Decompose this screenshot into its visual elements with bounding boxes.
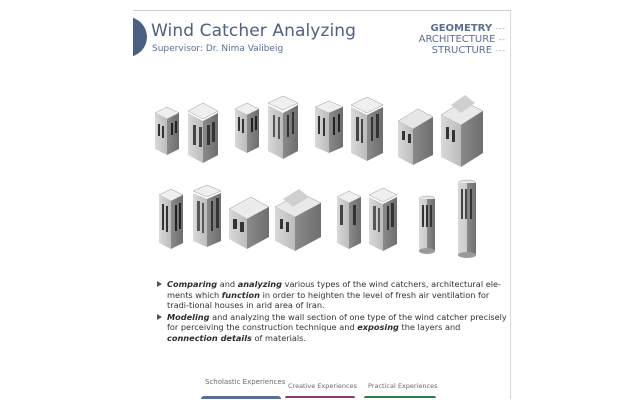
model-tower-10 (368, 187, 398, 251)
page-title: Wind Catcher Analyzing (151, 21, 357, 41)
header-accent-shape (133, 17, 147, 57)
model-round-tower-1 (418, 195, 436, 254)
model-tower-6 (350, 96, 384, 161)
model-house-3 (228, 196, 270, 249)
description-item-1: Comparing and analyzing various types of… (157, 279, 507, 311)
tab-creative[interactable]: Creative Experiences (288, 382, 357, 390)
bullet-arrow-icon (157, 313, 162, 320)
model-tower-8 (192, 184, 222, 247)
tab-creative-indicator (285, 396, 355, 398)
tag-structure: STRUCTURE - - - (431, 45, 505, 56)
model-tower-5 (314, 100, 344, 153)
model-house-1 (397, 108, 434, 165)
page-subtitle: Supervisor: Dr. Nima Valibeig (152, 44, 284, 54)
tab-practical-indicator (364, 396, 436, 398)
tab-practical[interactable]: Practical Experiences (368, 382, 438, 390)
model-round-tower-2 (457, 179, 477, 258)
model-tower-3 (234, 102, 260, 153)
category-tags: GEOMETRY - - - ARCHITECTURE - - STRUCTUR… (418, 23, 505, 56)
tab-scholastic[interactable]: Scholastic Experiences (205, 378, 286, 386)
model-tower-7 (158, 188, 184, 249)
wind-catcher-models (154, 95, 484, 258)
model-tower-9 (336, 190, 362, 249)
bullet-arrow-icon (157, 281, 162, 287)
experience-tabs: Scholastic Experiences Creative Experien… (201, 376, 510, 399)
description-item-2: Modeling and analyzing the wall section … (157, 312, 507, 344)
model-house-4 (274, 189, 322, 251)
model-tower-4 (267, 95, 299, 159)
description-list: Comparing and analyzing various types of… (157, 279, 507, 344)
model-tower-1 (154, 106, 180, 155)
tag-geometry: GEOMETRY - - - (430, 23, 505, 34)
model-house-2 (440, 95, 484, 167)
tag-architecture: ARCHITECTURE - - (418, 34, 505, 45)
tab-scholastic-indicator (201, 396, 281, 399)
portfolio-page: Wind Catcher Analyzing Supervisor: Dr. N… (133, 10, 511, 399)
model-tower-2 (187, 102, 219, 163)
